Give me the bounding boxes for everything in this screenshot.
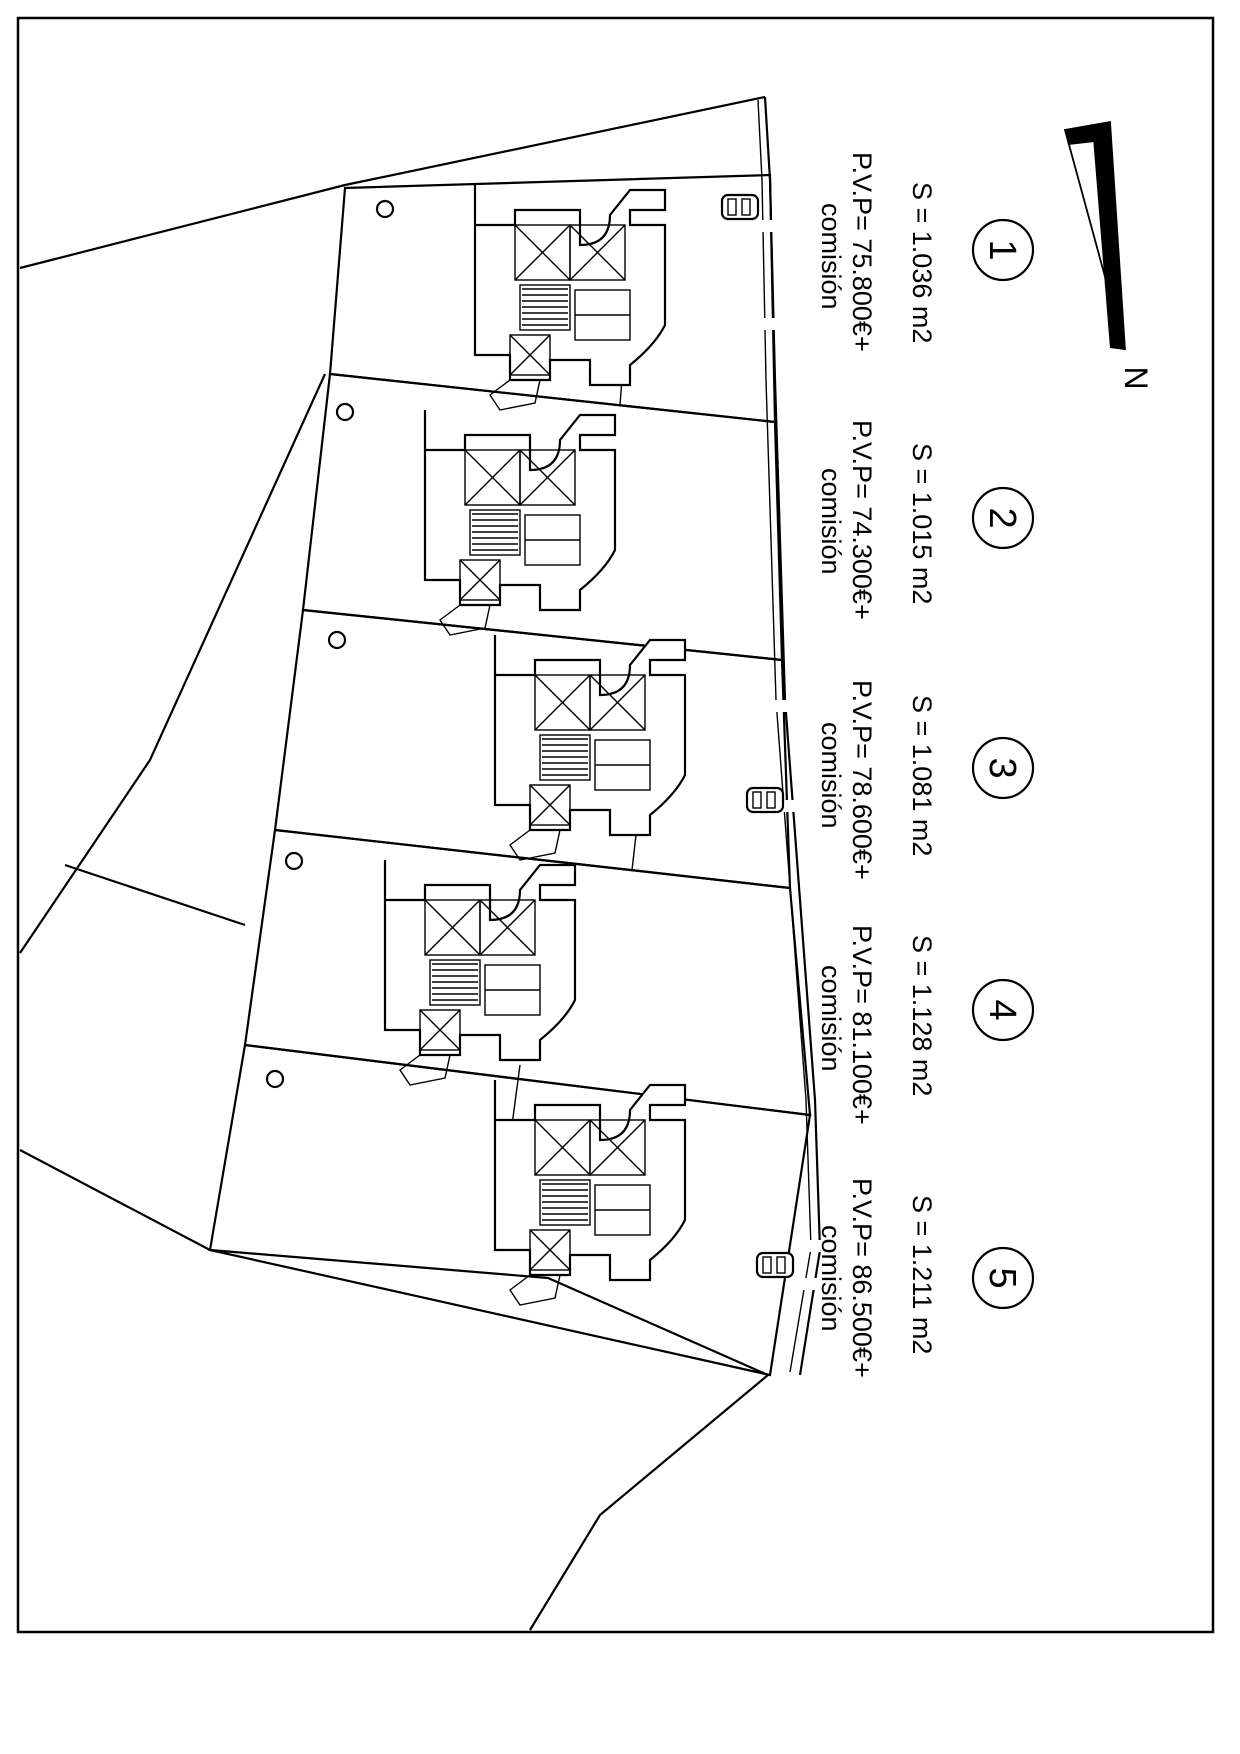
lot-1-number-circle xyxy=(971,218,1035,282)
lot-5-number-circle xyxy=(971,1246,1035,1310)
lot-4-note: comisión xyxy=(816,965,846,1072)
marker-circle-icon xyxy=(375,199,395,219)
site-boundary-line xyxy=(19,95,766,270)
lot-1-number: 1 xyxy=(981,239,1023,260)
lot-5-price: P.V.P= 86.500€+ xyxy=(847,1178,877,1378)
marker-circle-icon xyxy=(335,402,355,422)
marker-circle-icon xyxy=(265,1069,285,1089)
lot-2-number: 2 xyxy=(981,507,1023,528)
site-boundary-line xyxy=(529,1374,769,1631)
car-icon xyxy=(755,1251,795,1279)
lot-2-annotation: 2 S = 1.015 m2 P.V.P= 74.300€+ comisión xyxy=(816,420,1035,620)
lot-1-house xyxy=(473,183,667,412)
car-icon xyxy=(745,786,785,814)
lot-5-boundary xyxy=(208,1043,812,1377)
lot-3-number: 3 xyxy=(981,757,1023,778)
car-icon xyxy=(720,193,760,221)
lot-2-surface: S = 1.015 m2 xyxy=(907,443,937,604)
lot-2-note: comisión xyxy=(816,468,846,575)
north-arrow-icon xyxy=(1063,120,1126,351)
lot-1-annotation: 1 S = 1.036 m2 P.V.P= 75.800€+ comisión xyxy=(816,152,1035,352)
lot-5-inner-line xyxy=(511,1064,521,1126)
north-label: N xyxy=(1118,366,1154,389)
lot-2-price: P.V.P= 74.300€+ xyxy=(847,420,877,620)
lot-3-annotation: 3 S = 1.081 m2 P.V.P= 78.600€+ comisión xyxy=(816,680,1035,880)
lot-4-house xyxy=(383,858,577,1087)
lot-3-house xyxy=(493,633,687,862)
lot-5-house xyxy=(493,1078,687,1307)
lot-3-surface: S = 1.081 m2 xyxy=(907,695,937,856)
lot-4-annotation: 4 S = 1.128 m2 P.V.P= 81.100€+ comisión xyxy=(816,925,1035,1125)
lot-5-note: comisión xyxy=(816,1225,846,1332)
lot-4-surface: S = 1.128 m2 xyxy=(907,935,937,1096)
lot-3-note: comisión xyxy=(816,722,846,829)
lot-3-number-circle xyxy=(971,736,1035,800)
site-boundary-line xyxy=(64,863,246,927)
lot-1-surface: S = 1.036 m2 xyxy=(907,182,937,343)
marker-circle-icon xyxy=(327,630,347,650)
lot-5-surface: S = 1.211 m2 xyxy=(907,1195,937,1354)
lot-5-number: 5 xyxy=(981,1267,1023,1288)
lot-4-number: 4 xyxy=(981,999,1023,1020)
lot-5-annotation: 5 S = 1.211 m2 P.V.P= 86.500€+ comisión xyxy=(816,1178,1035,1378)
page-frame xyxy=(16,16,1215,1634)
lot-3-price: P.V.P= 78.600€+ xyxy=(847,680,877,880)
lot-4-price: P.V.P= 81.100€+ xyxy=(847,925,877,1125)
lot-1-price: P.V.P= 75.800€+ xyxy=(847,152,877,352)
marker-circle-icon xyxy=(284,851,304,871)
lot-2-number-circle xyxy=(971,486,1035,550)
site-boundary-line xyxy=(19,373,327,954)
site-boundary-line xyxy=(19,1149,769,1377)
lot-4-number-circle xyxy=(971,978,1035,1042)
lot-1-note: comisión xyxy=(816,203,846,310)
lot-2-house xyxy=(423,408,617,637)
